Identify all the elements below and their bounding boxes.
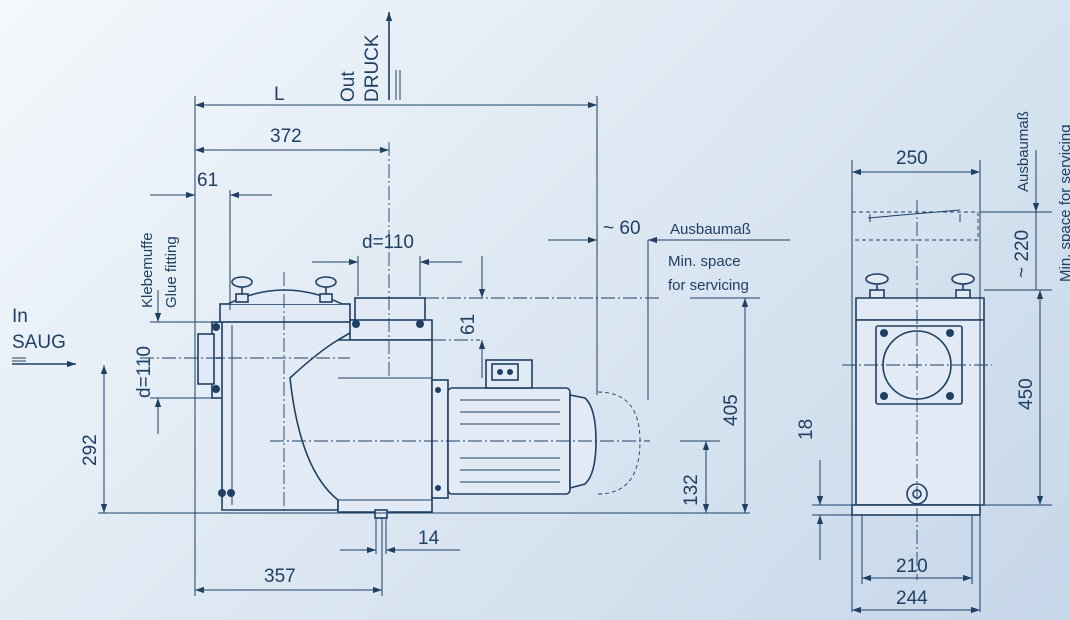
out-label: Out [338,71,359,102]
front-view: 250 ~ 220 Ausbaumaß Min. space for servi… [796,111,1070,614]
in-label: In [12,306,28,327]
ausbaumass-label: Ausbaumaß [670,221,751,238]
side-view: Out DRUCK In SAUG [12,12,790,596]
dim-357: 357 [264,566,296,587]
dim-292: 292 [80,434,101,466]
inlet-arrow [12,357,76,368]
dim-d110-side: d=110 [134,346,155,398]
min-space-label-2: for servicing [668,277,749,294]
dim-210: 210 [896,556,928,577]
druck-label: DRUCK [362,34,383,102]
lid-ghost [851,211,979,241]
front-foot [851,504,981,516]
dim-220: ~ 220 [1012,230,1033,278]
dim-132: 132 [681,474,702,506]
prefilter-lid [219,303,351,323]
outlet-neck [354,297,426,323]
dim-244: 244 [896,588,928,609]
lid-knob-left [231,276,253,303]
glue-fitting-label: Glue fitting [163,236,180,308]
lid-knob-right [315,276,337,303]
dim-405: 405 [721,394,742,426]
dim-60: ~ 60 [603,218,641,239]
dim-61-vert: 61 [458,314,479,335]
dim-d110-top: d=110 [362,232,414,253]
dim-250: 250 [896,148,928,169]
pump-housing [197,276,449,519]
dim-14: 14 [418,528,440,549]
front-min-space-label: Min. space for servicing [1057,124,1070,282]
saug-label: SAUG [12,332,66,353]
dim-372: 372 [270,126,302,147]
klebemuffe-label: Klebemuffe [139,232,156,308]
front-housing [851,273,985,516]
front-ausbaumass-label: Ausbaumaß [1015,111,1032,192]
dim-61-top: 61 [197,170,218,191]
dim-450: 450 [1016,378,1037,410]
outlet-arrow [385,12,401,100]
dim-L: L [274,84,285,105]
motor [447,359,641,495]
min-space-label-1: Min. space [668,253,741,270]
dim-18: 18 [796,419,817,440]
